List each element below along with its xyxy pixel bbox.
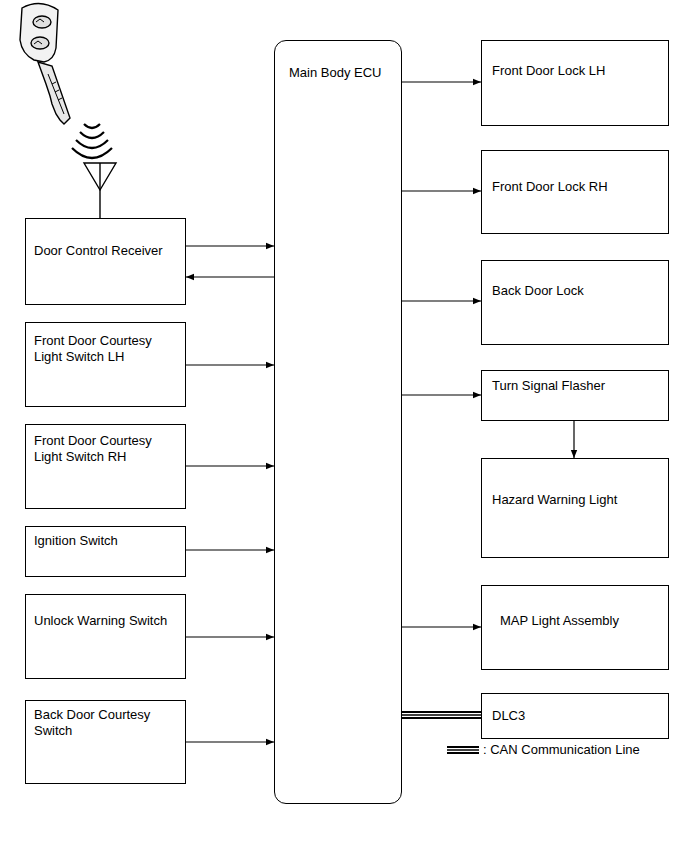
- switch-box: Front Door Courtesy Light Switch RH: [25, 424, 186, 509]
- node-label: Front Door Courtesy Light Switch RH: [34, 433, 177, 465]
- arrow-line: [186, 276, 274, 277]
- ecu-box: Main Body ECU: [274, 40, 402, 804]
- can-line-sample: [447, 750, 479, 751]
- switch-box: Front Door Courtesy Light Switch LH: [25, 322, 186, 407]
- node-label: Back Door Courtesy Switch: [34, 707, 177, 739]
- arrow-line: [402, 394, 481, 395]
- signal-arrow: [186, 466, 274, 467]
- switch-box: Ignition Switch: [25, 526, 186, 577]
- can-line-stroke: [402, 711, 481, 719]
- arrow-line: [186, 549, 274, 550]
- node-label: Front Door Lock RH: [492, 179, 660, 195]
- switch-box: Unlock Warning Switch: [25, 594, 186, 679]
- key-fob-illustration: [20, 3, 70, 124]
- node-label: Back Door Lock: [492, 283, 660, 299]
- receiver-box: Door Control Receiver: [25, 218, 186, 305]
- signal-arrow: [402, 82, 481, 83]
- arrow-line: [402, 626, 481, 627]
- node-label: Main Body ECU: [289, 65, 393, 81]
- node-label: Front Door Lock LH: [492, 63, 660, 79]
- legend-label: : CAN Communication Line: [483, 742, 640, 758]
- actuator-box: Turn Signal Flasher: [481, 370, 669, 421]
- signal-arrow: [186, 742, 274, 743]
- node-label: MAP Light Assembly: [500, 613, 660, 629]
- signal-arrow: [186, 637, 274, 638]
- signal-arrow: [402, 301, 481, 302]
- signal-arrow: [402, 627, 481, 628]
- signal-arrow: [402, 191, 481, 192]
- arrow-line: [186, 465, 274, 466]
- radio-waves: [72, 124, 112, 158]
- arrow-line: [402, 300, 481, 301]
- signal-arrow: [186, 277, 274, 278]
- antenna-symbol: [84, 163, 116, 218]
- node-label: Unlock Warning Switch: [34, 613, 177, 629]
- arrow-line: [573, 421, 574, 458]
- can-line: [402, 715, 481, 716]
- node-label: DLC3: [492, 708, 660, 724]
- signal-arrow: [574, 421, 575, 458]
- actuator-box: Back Door Lock: [481, 260, 669, 345]
- arrow-line: [186, 741, 274, 742]
- arrow-line: [186, 636, 274, 637]
- arrow-line: [402, 81, 481, 82]
- light-box: Hazard Warning Light: [481, 458, 669, 558]
- node-label: Front Door Courtesy Light Switch LH: [34, 333, 177, 365]
- node-label: Ignition Switch: [34, 533, 177, 549]
- arrow-line: [402, 190, 481, 191]
- can-line-stroke: [402, 714, 481, 716]
- signal-arrow: [402, 395, 481, 396]
- light-box: MAP Light Assembly: [481, 585, 669, 670]
- node-label: Hazard Warning Light: [492, 492, 660, 508]
- signal-arrow: [186, 246, 274, 247]
- dlc-box: DLC3: [481, 693, 669, 739]
- can-line-stroke: [402, 713, 481, 717]
- node-label: Door Control Receiver: [34, 243, 177, 259]
- arrow-line: [186, 245, 274, 246]
- node-label: Turn Signal Flasher: [492, 378, 660, 394]
- actuator-box: Front Door Lock LH: [481, 40, 669, 126]
- signal-arrow: [186, 365, 274, 366]
- signal-arrow: [186, 550, 274, 551]
- arrow-line: [186, 364, 274, 365]
- actuator-box: Front Door Lock RH: [481, 150, 669, 234]
- switch-box: Back Door Courtesy Switch: [25, 700, 186, 784]
